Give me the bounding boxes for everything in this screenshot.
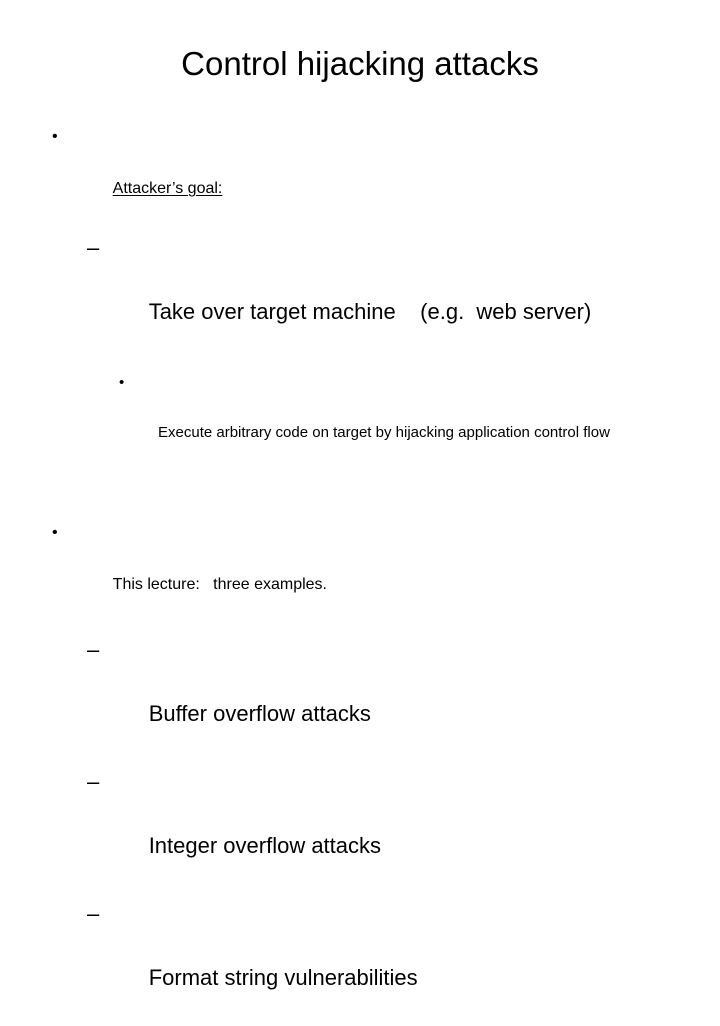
en-dash-icon: –	[87, 637, 100, 662]
slide-body: • Attacker’s goal: – Take over target ma…	[0, 124, 720, 1026]
spacer	[0, 360, 720, 370]
bullet-dot-icon: •	[52, 524, 58, 541]
spacer	[0, 470, 720, 510]
bullet-buffer-overflow-attacks: – Buffer overflow attacks	[0, 634, 720, 762]
bullet-text: Buffer overflow attacks	[148, 701, 371, 726]
spacer	[0, 510, 720, 520]
en-dash-icon: –	[87, 235, 100, 260]
bullet-take-over-target-machine: – Take over target machine (e.g. web ser…	[0, 232, 720, 360]
en-dash-icon: –	[87, 901, 100, 926]
bullet-text: Execute arbitrary code on target by hija…	[158, 424, 610, 441]
bullet-dot-icon: •	[52, 128, 58, 145]
bullet-attackers-goal: • Attacker’s goal:	[0, 124, 720, 228]
bullet-this-lecture: • This lecture: three examples.	[0, 520, 720, 624]
bullet-execute-arbitrary-code: • Execute arbitrary code on target by hi…	[0, 370, 720, 470]
bullet-format-string-vulnerabilities: – Format string vulnerabilities	[0, 898, 720, 1026]
bullet-text: Integer overflow attacks	[148, 833, 382, 858]
slide-canvas: Control hijacking attacks • Attacker’s g…	[52, 45, 610, 990]
bullet-dot-icon: •	[119, 374, 125, 391]
bullet-text: Take over target machine (e.g. web serve…	[148, 299, 592, 324]
en-dash-icon: –	[87, 769, 100, 794]
bullet-text: This lecture: three examples.	[112, 576, 327, 593]
spacer	[0, 624, 720, 634]
page-title: Control hijacking attacks	[181, 45, 539, 82]
bullet-integer-overflow-attacks: – Integer overflow attacks	[0, 766, 720, 894]
bullet-text: Attacker’s goal:	[112, 180, 223, 197]
bullet-text: Format string vulnerabilities	[148, 965, 418, 990]
